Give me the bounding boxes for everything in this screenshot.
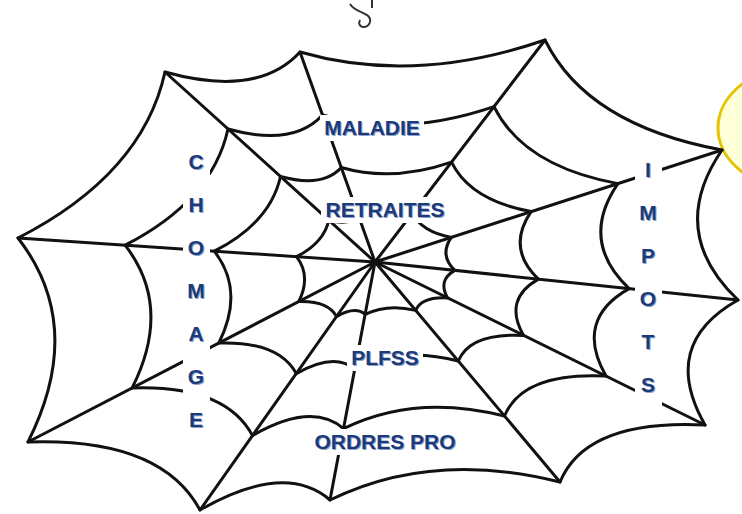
vertical-label: CHOMAGE (183, 140, 210, 441)
web-ring (297, 213, 455, 316)
web-spoke (330, 262, 375, 500)
web-label: PLFSS (347, 345, 423, 371)
speech-bubble (718, 66, 742, 190)
web-spoke (300, 52, 375, 262)
web-label: MALADIE (320, 115, 424, 141)
web-ring (18, 40, 738, 510)
web-spoke (200, 262, 375, 510)
vertical-label: IMPOTS (635, 148, 662, 406)
web-spoke (375, 40, 545, 262)
web-spoke (375, 262, 738, 300)
spider-thread (350, 4, 370, 27)
spider-thread (371, 0, 373, 8)
web-label: RETRAITES (321, 197, 448, 223)
web-label: ORDRES PRO (310, 429, 459, 455)
web-ring (214, 162, 538, 374)
